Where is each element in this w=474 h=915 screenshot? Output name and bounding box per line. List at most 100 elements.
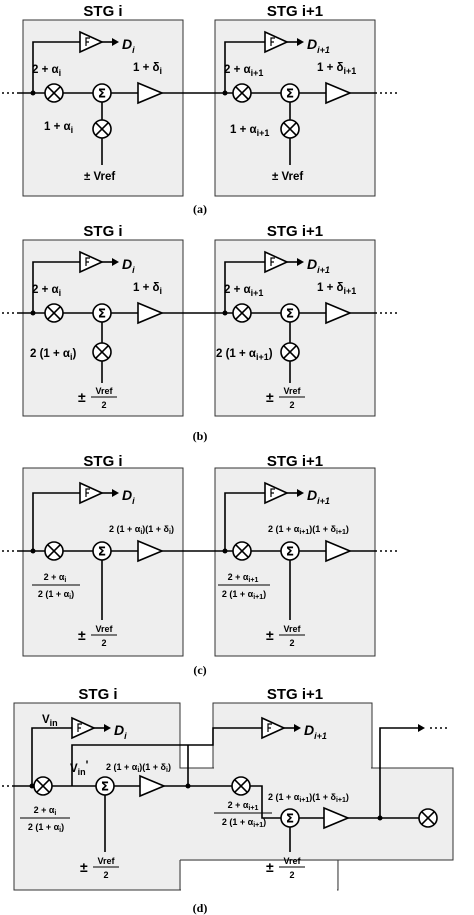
ref-sign-2: ± xyxy=(266,389,274,405)
summer-icon xyxy=(280,303,300,323)
stage-box-1 xyxy=(22,239,184,417)
digital-output-2: Di+1 xyxy=(307,256,330,275)
ref-num-2: Vref xyxy=(283,386,301,396)
caption-b: (b) xyxy=(193,429,208,443)
summer-icon xyxy=(95,776,115,796)
multiplier-icon xyxy=(92,342,112,362)
ref-den-1: 2 xyxy=(101,400,106,410)
stage-box-1 xyxy=(22,467,184,657)
caption-c: (c) xyxy=(193,663,206,677)
multiplier-icon xyxy=(44,83,64,103)
ref-gain-label-2: 1 + αi+1 xyxy=(230,124,269,138)
gain-label-1: 2 + αi xyxy=(32,284,61,298)
multiplier-icon xyxy=(232,303,252,323)
amp-gain-label-2: 1 + δi+1 xyxy=(317,282,356,296)
frac-num-2: 2 + αi+1 xyxy=(228,572,259,584)
digital-output-1: Di xyxy=(114,722,127,741)
stage-region-2 xyxy=(212,702,373,769)
amp-gain-label-1: 1 + δi xyxy=(133,62,162,76)
summer-icon xyxy=(280,808,300,828)
stage-title-2: STG i+1 xyxy=(267,223,323,240)
gain-label-2: 2 + αi+1 xyxy=(224,64,263,78)
panel-c: STG i STG i+1 Di 2 (1 + αi)(1 + δi) 2 + … xyxy=(2,453,398,677)
amp-gain-label-1: 2 (1 + αi)(1 + δi) xyxy=(106,762,171,774)
digital-output-1: Di xyxy=(122,256,135,275)
digital-output-2: Di+1 xyxy=(307,36,330,55)
frac-den-1: 2 (1 + αi) xyxy=(38,589,74,601)
ref-sign-2: ± xyxy=(266,859,274,875)
ref-den-2: 2 xyxy=(289,870,294,880)
stage-title-2: STG i+1 xyxy=(267,453,323,470)
stage-region-1 xyxy=(13,702,454,891)
multiplier-icon xyxy=(44,303,64,323)
ref-sign-1: ± xyxy=(78,627,86,643)
digital-output-2: Di+1 xyxy=(307,487,330,506)
summer-icon xyxy=(92,541,112,561)
ref-sign-1: ± xyxy=(80,859,88,875)
ref-gain-label-2: 2 (1 + αi+1) xyxy=(216,348,273,362)
frac-den-2: 2 (1 + αi+1) xyxy=(222,817,266,829)
vin-prime-label: Vin' xyxy=(70,760,89,777)
ref-sign-2: ± xyxy=(266,627,274,643)
summer-icon xyxy=(280,83,300,103)
stage-title-1: STG i xyxy=(78,686,117,703)
amp-gain-label-1: 2 (1 + αi)(1 + δi) xyxy=(109,524,174,536)
multiplier-icon xyxy=(280,342,300,362)
ref-den-2: 2 xyxy=(289,400,294,410)
ref-label-1: ± Vref xyxy=(84,171,115,183)
digital-output-1: Di xyxy=(122,36,135,55)
stage-title-1: STG i xyxy=(83,223,122,240)
stage-box-2 xyxy=(214,467,376,657)
frac-num-1: 2 + αi xyxy=(34,805,57,817)
panel-b: STG i STG i+1 Di 2 + αi 1 + δi 2 (1 + αi… xyxy=(2,223,398,443)
digital-output-1: Di xyxy=(122,487,135,506)
ref-gain-label-1: 2 (1 + αi) xyxy=(30,348,77,362)
amp-gain-label-1: 1 + δi xyxy=(133,282,162,296)
multiplier-icon xyxy=(232,541,252,561)
stage-title-2: STG i+1 xyxy=(267,3,323,20)
stage-box-2 xyxy=(214,239,376,417)
stage-title-1: STG i xyxy=(83,453,122,470)
frac-den-2: 2 (1 + αi+1) xyxy=(222,589,266,601)
ref-gain-label-1: 1 + αi xyxy=(44,121,73,135)
multiplier-icon xyxy=(280,119,300,139)
amp-gain-label-2: 1 + δi+1 xyxy=(317,62,356,76)
gain-label-1: 2 + αi xyxy=(32,64,61,78)
amp-gain-label-2: 2 (1 + αi+1)(1 + δi+1) xyxy=(268,524,349,536)
ref-num-1: Vref xyxy=(97,856,115,866)
vin-label: Vin xyxy=(42,714,58,728)
frac-num-1: 2 + αi xyxy=(44,572,67,584)
caption-d: (d) xyxy=(193,901,208,915)
summer-icon xyxy=(92,303,112,323)
amp-gain-label-2: 2 (1 + αi+1)(1 + δi+1) xyxy=(268,792,349,804)
stage-box-2 xyxy=(214,19,376,197)
stage-box-1 xyxy=(22,19,184,197)
stage-title-2: STG i+1 xyxy=(267,686,323,703)
panel-d: STG i STG i+1 Vin Di Vin' 2 (1 + αi)(1 +… xyxy=(2,686,454,915)
digital-output-2: Di+1 xyxy=(304,722,327,741)
ref-num-2: Vref xyxy=(283,624,301,634)
ref-num-1: Vref xyxy=(95,624,113,634)
stage-title-1: STG i xyxy=(83,3,122,20)
ref-num-1: Vref xyxy=(95,386,113,396)
panel-a: STG i STG i+1 Di 2 + αi 1 + δi 1 + αi ± … xyxy=(2,3,398,216)
multiplier-icon xyxy=(44,541,64,561)
ref-sign-1: ± xyxy=(78,389,86,405)
multiplier-icon xyxy=(232,83,252,103)
ref-den-2: 2 xyxy=(289,638,294,648)
summer-icon xyxy=(92,83,112,103)
gain-label-2: 2 + αi+1 xyxy=(224,284,263,298)
multiplier-icon xyxy=(92,119,112,139)
multiplier-icon xyxy=(418,808,438,828)
summer-icon xyxy=(280,541,300,561)
caption-a: (a) xyxy=(193,202,207,216)
ref-den-1: 2 xyxy=(101,638,106,648)
multiplier-icon xyxy=(33,776,53,796)
frac-den-1: 2 (1 + αi) xyxy=(28,822,64,834)
ref-label-2: ± Vref xyxy=(272,171,303,183)
multiplier-icon xyxy=(231,776,251,796)
ref-num-2: Vref xyxy=(283,856,301,866)
frac-num-2: 2 + αi+1 xyxy=(228,800,259,812)
ref-den-1: 2 xyxy=(103,870,108,880)
